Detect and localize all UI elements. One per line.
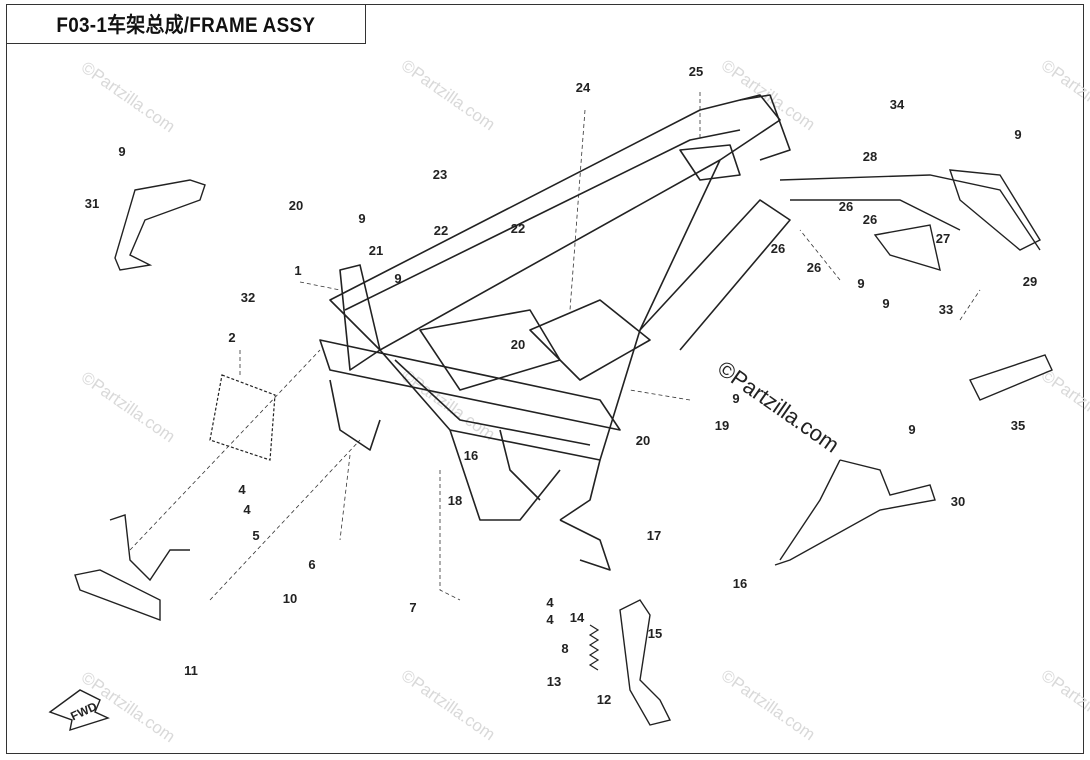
bracket-35 — [969, 354, 1053, 401]
callout-25: 25 — [689, 64, 703, 79]
callout-17: 17 — [647, 528, 661, 543]
watermark: ©Partzilla.com — [1038, 366, 1090, 445]
fwd-arrow-icon — [48, 689, 110, 732]
callout-14: 14 — [570, 610, 585, 625]
callout-4: 4 — [546, 595, 554, 610]
callout-9: 9 — [394, 271, 401, 286]
callout-5: 5 — [252, 528, 259, 543]
watermark: ©Partzilla.com — [718, 666, 819, 745]
bracket-11 — [74, 514, 190, 622]
spring-13 — [588, 624, 600, 671]
fwd-arrow: FWD — [48, 689, 110, 732]
stand-30 — [774, 459, 936, 566]
callout-12: 12 — [597, 692, 611, 707]
callout-24: 24 — [576, 80, 591, 95]
callout-26: 26 — [771, 241, 785, 256]
callout-22: 22 — [434, 223, 448, 238]
callout-29: 29 — [1023, 274, 1037, 289]
watermark: ©Partzilla.com — [398, 56, 499, 135]
callout-10: 10 — [283, 591, 297, 606]
callout-26: 26 — [863, 212, 877, 227]
callout-1: 1 — [294, 263, 301, 278]
callout-9: 9 — [882, 296, 889, 311]
callout-9: 9 — [1014, 127, 1021, 142]
callout-28: 28 — [863, 149, 877, 164]
callout-22: 22 — [511, 221, 525, 236]
main-frame — [319, 94, 791, 571]
callout-16: 16 — [733, 576, 747, 591]
callout-2: 2 — [228, 330, 235, 345]
watermark: ©Partzilla.com — [78, 368, 179, 447]
watermark: ©Partzilla.com — [398, 666, 499, 745]
callout-31: 31 — [85, 196, 99, 211]
callout-35: 35 — [1011, 418, 1025, 433]
callout-30: 30 — [951, 494, 965, 509]
callout-20: 20 — [511, 337, 525, 352]
callout-4: 4 — [243, 502, 251, 517]
callout-layer: 1244445678999999991011121314151616171819… — [85, 64, 1037, 707]
callout-26: 26 — [807, 260, 821, 275]
leader-lines — [129, 92, 981, 601]
page-border — [6, 4, 1084, 754]
callout-15: 15 — [648, 626, 662, 641]
rear-tail-assembly — [779, 169, 1041, 272]
callout-9: 9 — [358, 211, 365, 226]
callout-27: 27 — [936, 231, 950, 246]
watermark: ©Partzilla.com — [1038, 666, 1090, 745]
callout-11: 11 — [184, 663, 198, 678]
callout-4: 4 — [546, 612, 554, 627]
callout-33: 33 — [939, 302, 953, 317]
callout-6: 6 — [308, 557, 315, 572]
callout-20: 20 — [289, 198, 303, 213]
callout-23: 23 — [433, 167, 447, 182]
bracket-31 — [114, 179, 206, 271]
callout-7: 7 — [409, 600, 416, 615]
title-box: F03-1车架总成/FRAME ASSY — [6, 4, 366, 44]
watermark: ©Partzilla.com — [1038, 56, 1090, 135]
callout-9: 9 — [732, 391, 739, 406]
callout-8: 8 — [561, 641, 568, 656]
callout-4: 4 — [238, 482, 246, 497]
callout-21: 21 — [369, 243, 383, 258]
watermark-prominent: ©Partzilla.com — [713, 356, 844, 458]
callout-18: 18 — [448, 493, 462, 508]
callout-19: 19 — [715, 418, 729, 433]
callout-20: 20 — [636, 433, 650, 448]
callout-16: 16 — [464, 448, 478, 463]
callout-9: 9 — [118, 144, 125, 159]
watermark: ©Partzilla.com — [78, 58, 179, 137]
watermark-layer: ©Partzilla.com ©Partzilla.com ©Partzilla… — [78, 56, 1090, 747]
callout-32: 32 — [241, 290, 255, 305]
callout-9: 9 — [857, 276, 864, 291]
plate-2 — [209, 374, 276, 461]
callout-9: 9 — [908, 422, 915, 437]
side-stand-12 — [619, 599, 672, 726]
page-title: F03-1车架总成/FRAME ASSY — [56, 14, 316, 37]
callout-34: 34 — [890, 97, 905, 112]
callout-26: 26 — [839, 199, 853, 214]
callout-13: 13 — [547, 674, 561, 689]
